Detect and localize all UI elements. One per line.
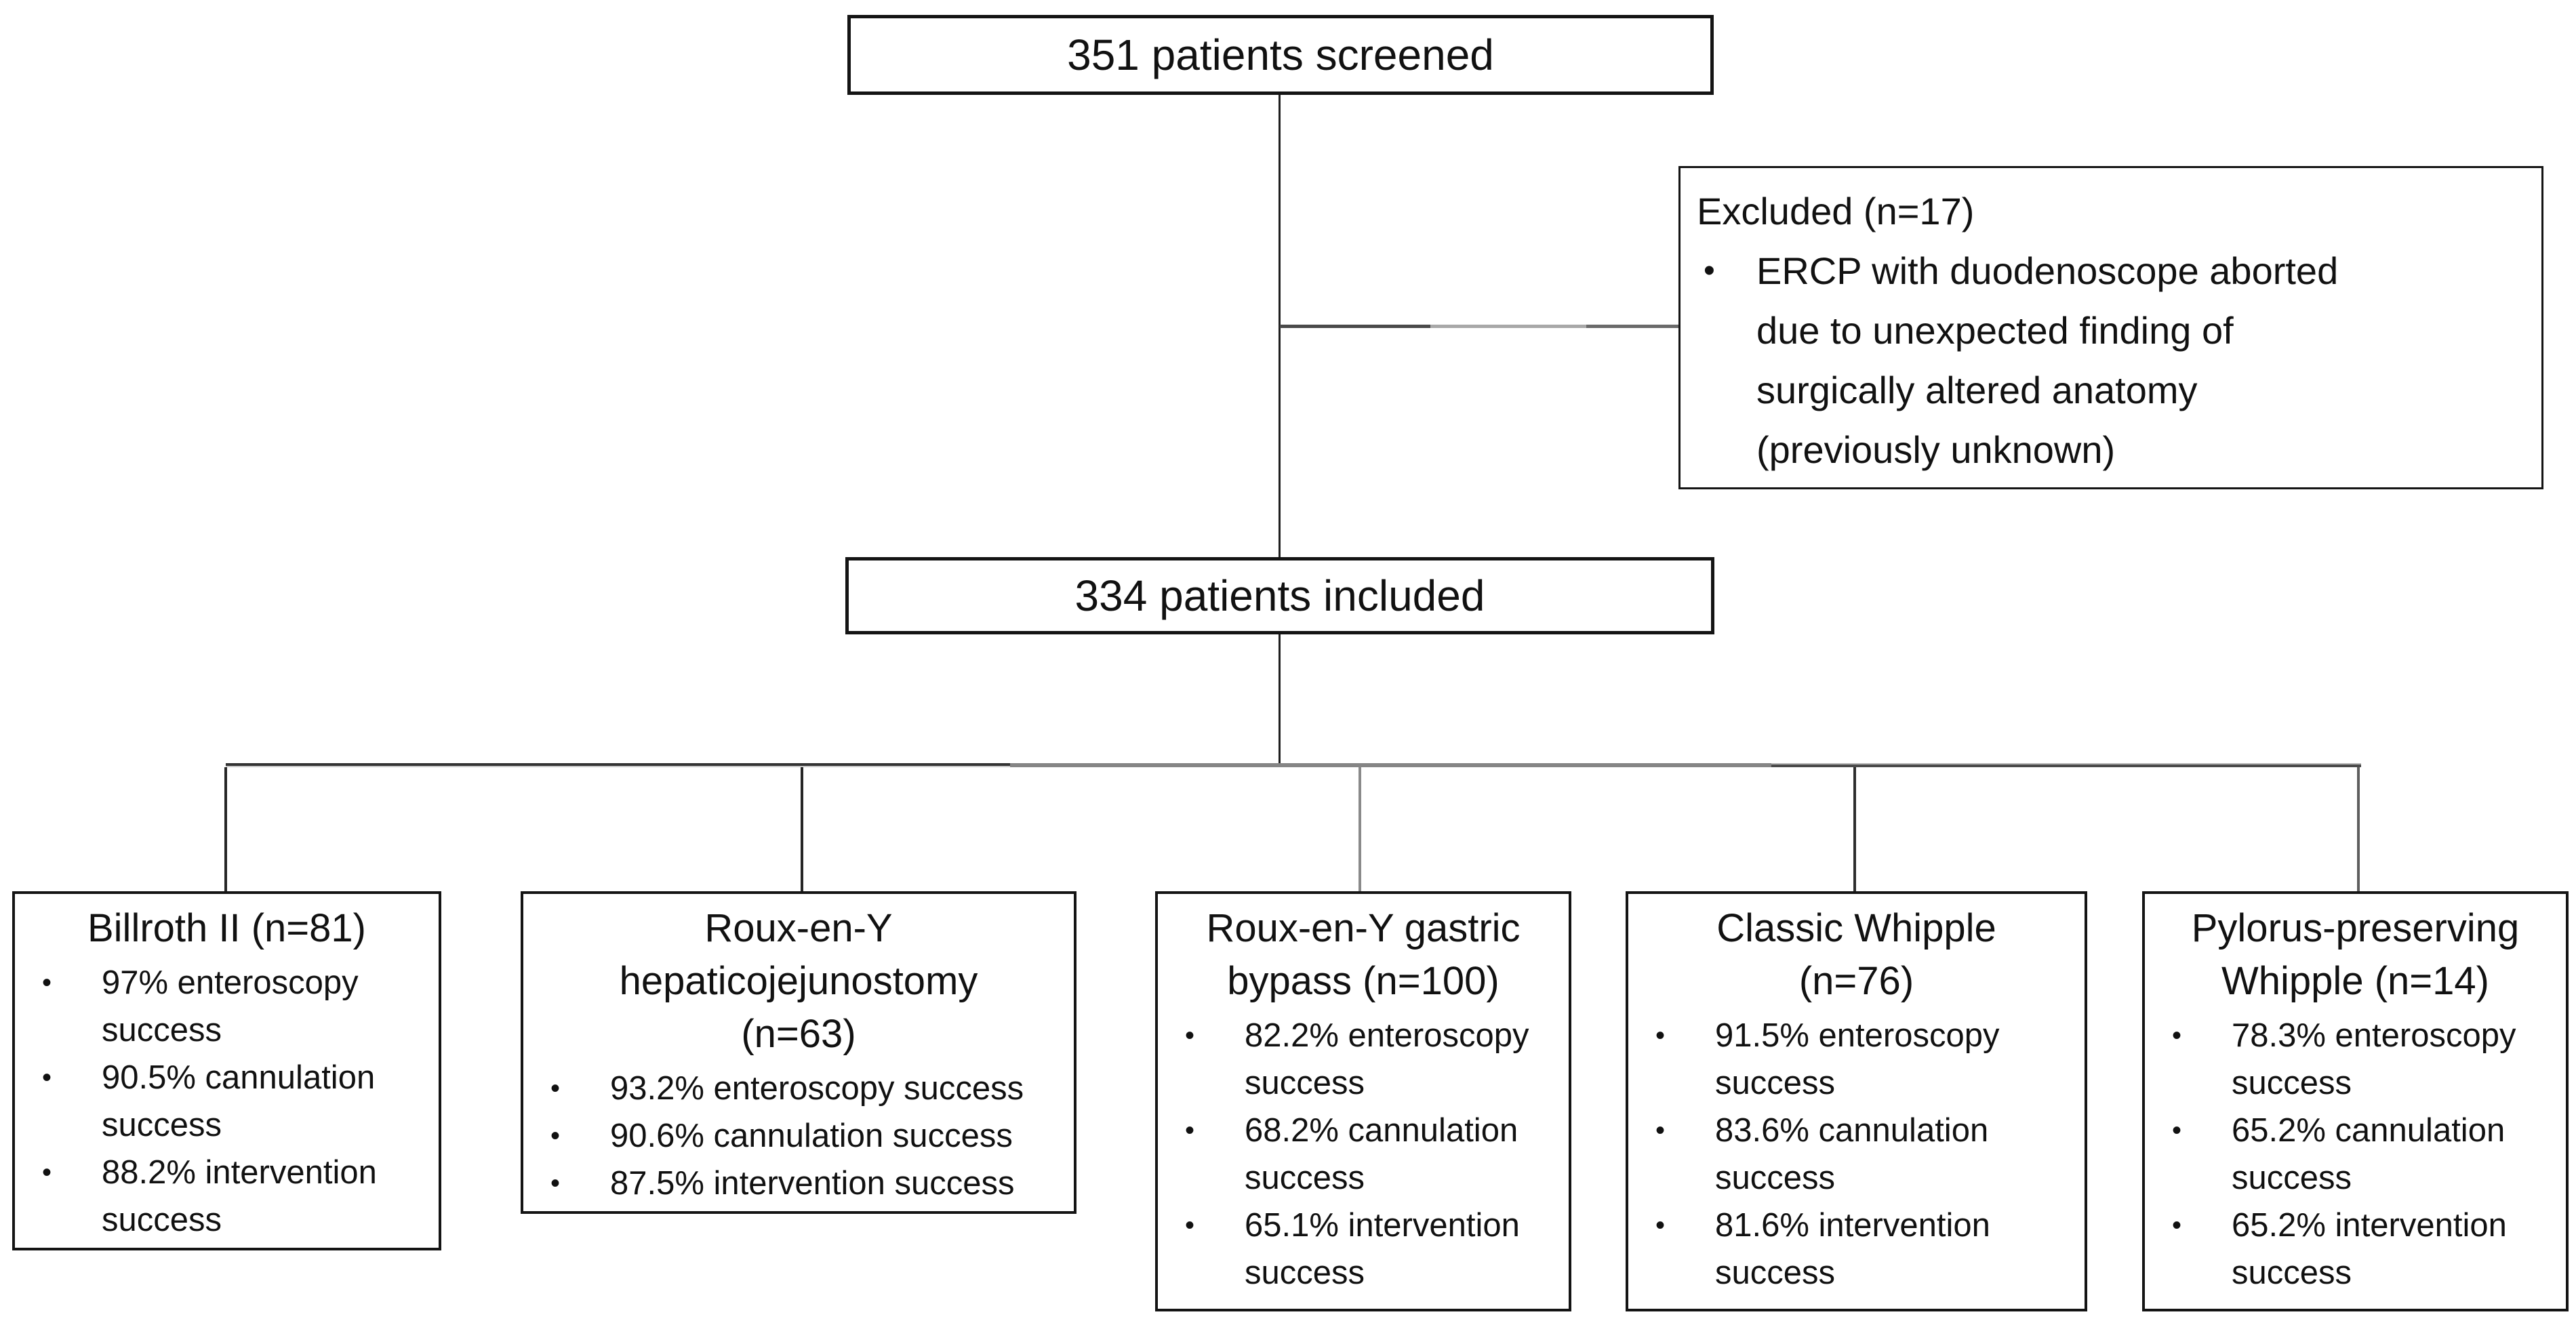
drop-line-pylorus-whipple [2357,767,2360,892]
bullet-item: 83.6% cannulation success [1628,1107,2085,1202]
group-box-pylorus-preserving-whipple: Pylorus-preserving Whipple (n=14) 78.3% … [2142,891,2569,1311]
excluded-bullet-list: ERCP with duodenoscope aborted due to un… [1697,241,2522,480]
group-title: Roux-en-Y hepaticojejunostomy (n=63) [619,906,978,1056]
drop-line-hepaticojejunostomy [801,767,803,892]
group-bullet-list: 82.2% enteroscopy success 68.2% cannulat… [1158,1012,1569,1297]
excluded-box-title: Excluded (n=17) [1697,190,1975,232]
connector-excluded-segment-mid [1586,325,1678,328]
group-title: Pylorus-preserving Whipple (n=14) [2191,906,2520,1003]
bullet-item: 82.2% enteroscopy success [1158,1012,1569,1107]
drop-line-gastric-bypass [1359,767,1361,892]
group-box-roux-en-y-gastric-bypass: Roux-en-Y gastric bypass (n=100) 82.2% e… [1155,891,1571,1311]
excluded-box: Excluded (n=17) ERCP with duodenoscope a… [1678,166,2543,489]
drop-line-classic-whipple [1853,767,1856,892]
bullet-item: 65.2% cannulation success [2145,1107,2566,1202]
screened-box-label: 351 patients screened [1067,30,1494,79]
group-title: Classic Whipple (n=76) [1716,906,1996,1003]
group-bullet-list: 78.3% enteroscopy success 65.2% cannulat… [2145,1012,2566,1297]
group-box-billroth-ii: Billroth II (n=81) 97% enteroscopy succe… [12,891,441,1250]
bullet-item: 81.6% intervention success [1628,1202,2085,1297]
bullet-item: 93.2% enteroscopy success [523,1065,1074,1112]
screened-box: 351 patients screened [847,15,1714,95]
connector-excluded-segment-light [1430,325,1586,328]
group-box-classic-whipple: Classic Whipple (n=76) 91.5% enteroscopy… [1626,891,2087,1311]
included-box: 334 patients included [845,557,1714,634]
bullet-item: 90.5% cannulation success [15,1054,439,1149]
group-bullet-list: 91.5% enteroscopy success 83.6% cannulat… [1628,1012,2085,1297]
group-title: Billroth II (n=81) [87,906,366,950]
bullet-item: 65.2% intervention success [2145,1202,2566,1297]
connector-screened-to-included [1279,95,1281,558]
bullet-item: 78.3% enteroscopy success [2145,1012,2566,1107]
group-bullet-list: 93.2% enteroscopy success 90.6% cannulat… [523,1065,1074,1207]
bullet-item: 68.2% cannulation success [1158,1107,1569,1202]
bullet-item: 91.5% enteroscopy success [1628,1012,2085,1107]
included-box-label: 334 patients included [1074,571,1485,620]
branch-line-right-segment [1771,763,2361,767]
bullet-item: ERCP with duodenoscope aborted due to un… [1697,241,2522,480]
group-box-roux-en-y-hepaticojejunostomy: Roux-en-Y hepaticojejunostomy (n=63) 93.… [521,891,1076,1214]
branch-line-left-segment [226,763,1010,767]
bullet-item: 97% enteroscopy success [15,959,439,1054]
drop-line-billroth [224,767,227,892]
bullet-item: 87.5% intervention success [523,1160,1074,1207]
connector-excluded-segment-dark [1280,325,1430,328]
group-bullet-list: 97% enteroscopy success 90.5% cannulatio… [15,959,439,1244]
connector-included-to-branch [1279,633,1281,766]
branch-line-middle-segment [1010,763,1771,767]
bullet-item: 65.1% intervention success [1158,1202,1569,1297]
bullet-item: 90.6% cannulation success [523,1112,1074,1160]
bullet-item: 88.2% intervention success [15,1149,439,1244]
group-title: Roux-en-Y gastric bypass (n=100) [1206,906,1521,1003]
